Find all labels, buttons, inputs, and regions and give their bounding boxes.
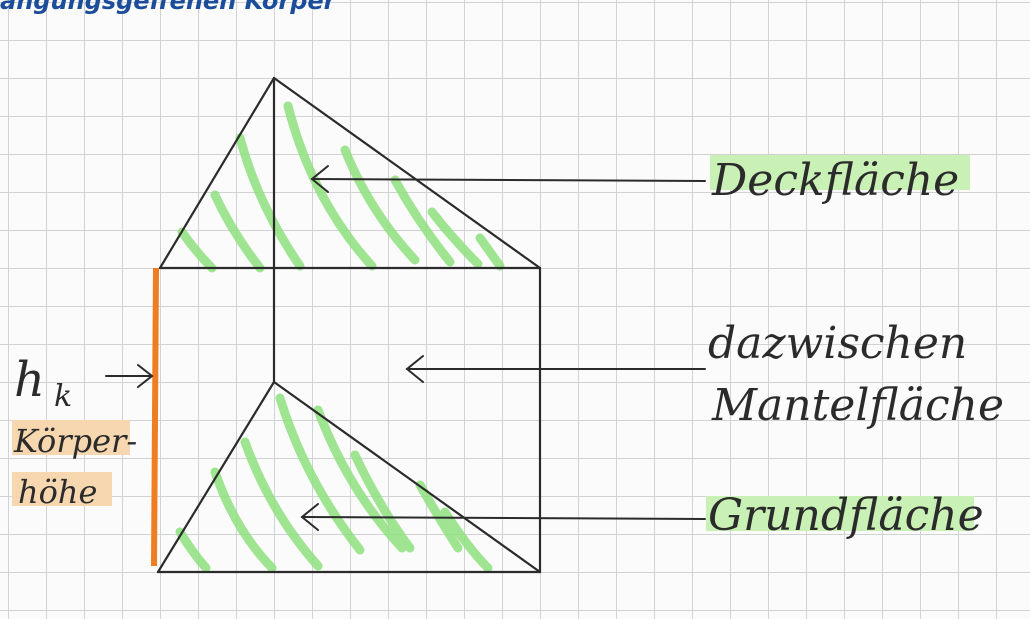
height-subscript: k: [54, 379, 72, 414]
height-label: h k Körper- höhe: [13, 352, 137, 511]
base-face-arrow: [300, 503, 706, 531]
top-face-highlight: [710, 155, 970, 190]
height-label-highlight-1: [12, 420, 130, 455]
base-face-highlight: [706, 496, 974, 531]
lateral-face-label: Mantelfläche: [711, 380, 1004, 431]
height-symbol: h: [14, 352, 45, 408]
height-label-line-2: höhe: [18, 473, 97, 511]
bottom-triangle-right-edge: [272, 380, 542, 574]
base-face-hatching: [175, 393, 493, 573]
body-height-line: [151, 267, 159, 567]
cropped-heading: ängungsgeffenen Körper: [0, 0, 336, 15]
top-face-hatching: [177, 101, 505, 273]
height-label-line-1: Körper-: [13, 422, 137, 460]
base-face-label: Grundfläche: [708, 490, 984, 541]
prism-outline: [156, 76, 542, 574]
top-face-label: Deckfläche: [711, 155, 959, 206]
top-triangle-left-edge: [158, 76, 276, 270]
height-label-highlight-2: [12, 472, 112, 506]
height-arrow: [105, 364, 154, 388]
bottom-triangle-left-edge: [156, 380, 276, 574]
top-triangle-right-edge: [272, 76, 542, 270]
between-label: dazwischen: [708, 318, 967, 369]
pointer-arrows: [105, 165, 706, 531]
lateral-face-arrow: [405, 355, 706, 383]
top-face-arrow: [310, 165, 706, 193]
